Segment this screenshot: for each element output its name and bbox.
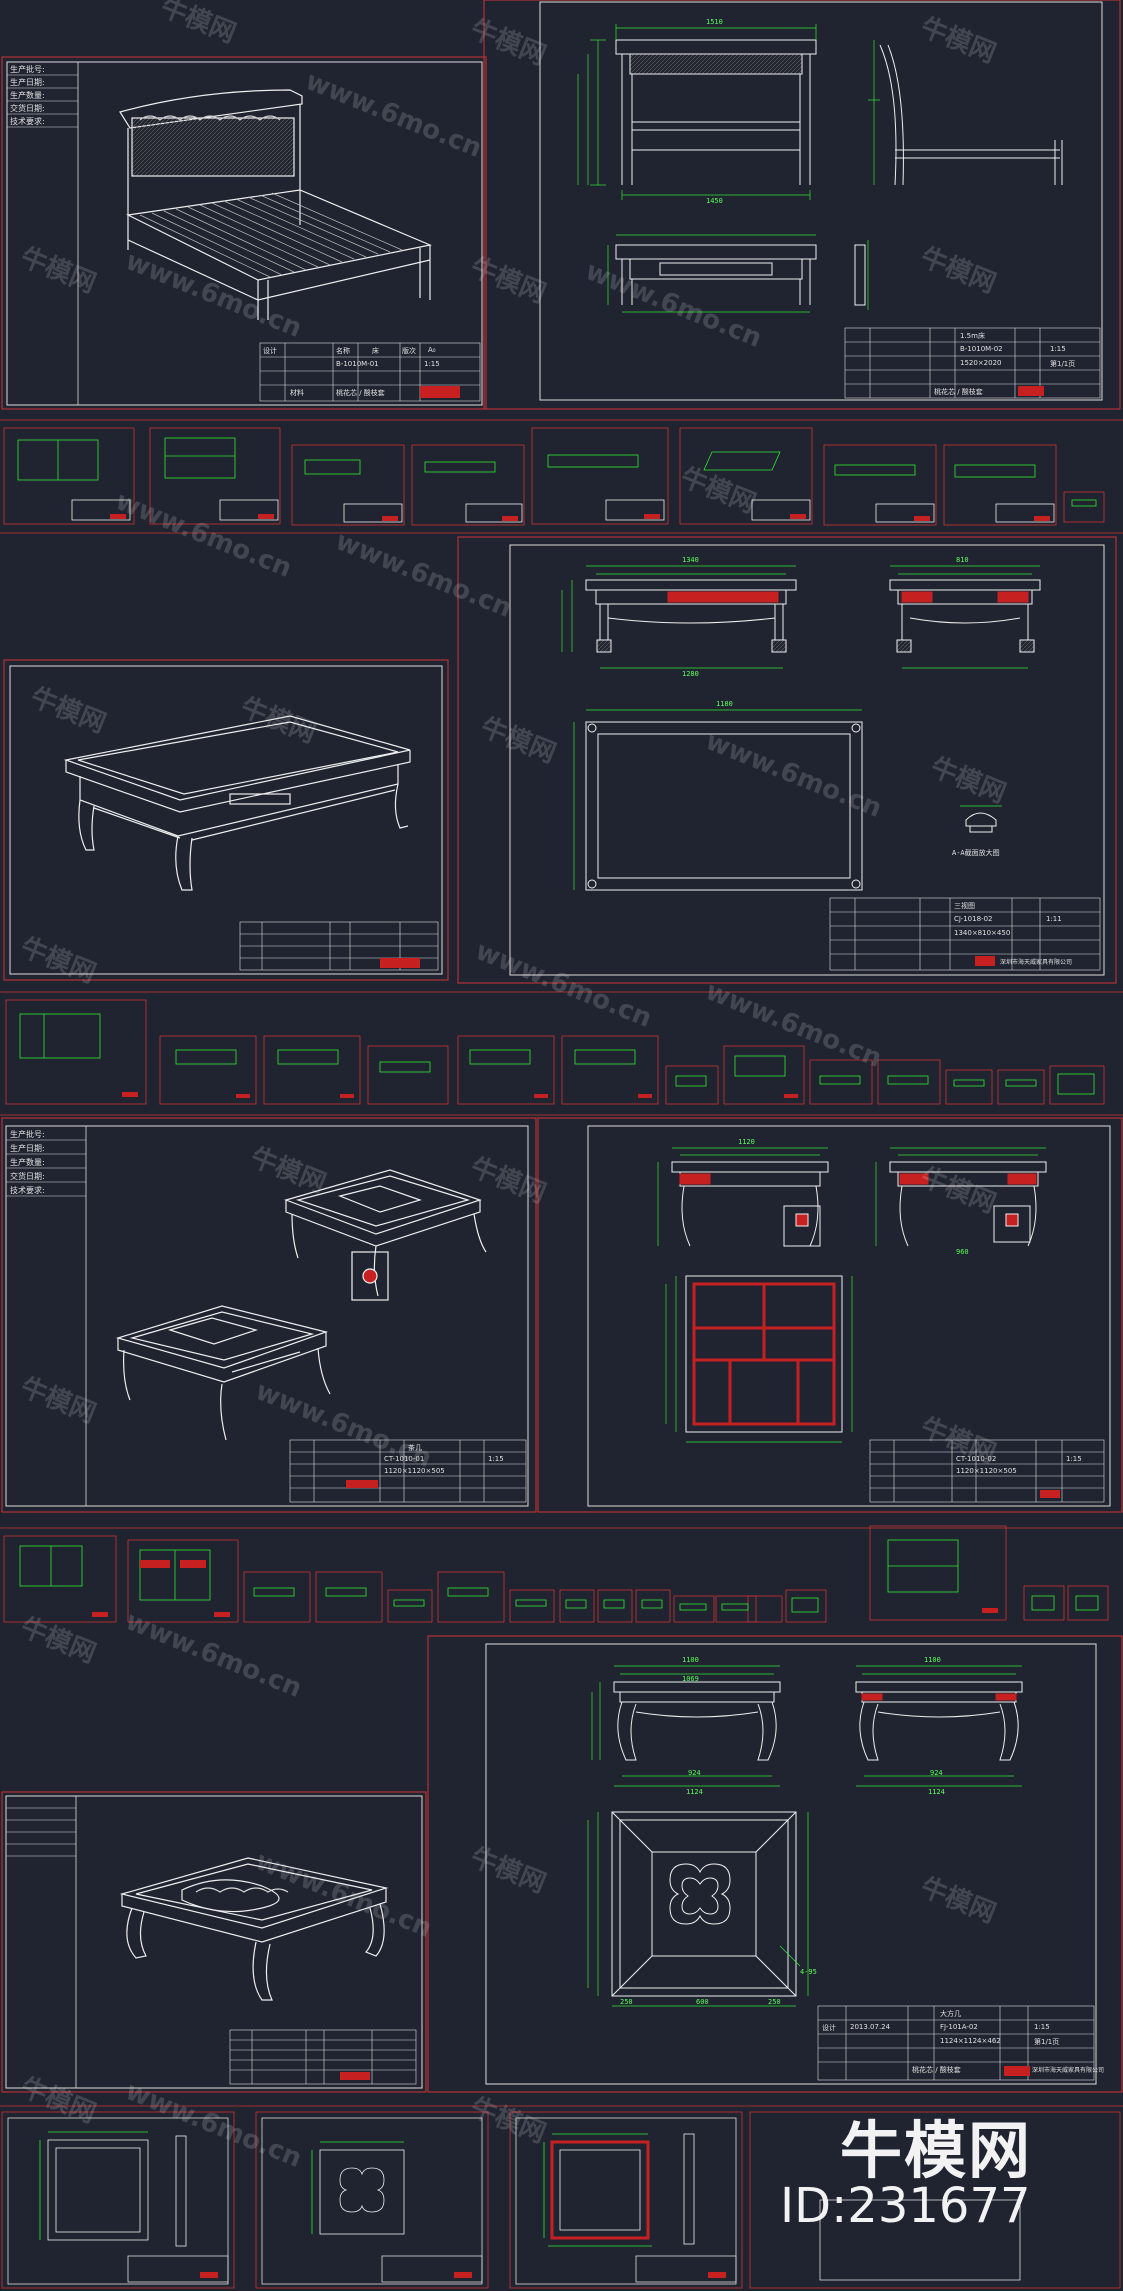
- tea-table-front-view: [585, 579, 797, 653]
- dim-table-mid: 1280: [682, 670, 699, 678]
- square-table-iso-upper: [284, 1169, 487, 1301]
- big-table-section: [1, 1635, 1123, 2093]
- big-table-top-view: [611, 1811, 797, 1997]
- tb-bigtable-code: FJ-101A-02: [940, 2023, 978, 2031]
- tb-tableplan-ratio: 1:11: [1046, 915, 1062, 923]
- tb-tableplan-spec: 1340×810×450: [954, 929, 1011, 937]
- tb-bed3d-version: 版次: [402, 347, 416, 355]
- bed-parts-thumbnails: [0, 419, 1123, 526]
- tb-bed3d-version-val: A₀: [428, 346, 436, 354]
- label-production-date: 生产日期:: [10, 78, 45, 87]
- tb-bedplan-ratio: 1:15: [1050, 345, 1066, 353]
- dim-big-w: 924: [688, 1769, 701, 1777]
- dim-big-bot2: 600: [696, 1998, 709, 2006]
- label-batch-no: 生产批号:: [10, 1130, 45, 1139]
- tb-bed3d-code: B-1010M-01: [336, 360, 379, 368]
- tb-bedplan-spec: 1520×2020: [960, 359, 1002, 367]
- tea-table-section: [0, 532, 1123, 984]
- tb-bed3d-material: 材料: [290, 389, 304, 397]
- tea-table-side-view: [889, 579, 1041, 653]
- dim-big-w2: 1124: [686, 1788, 703, 1796]
- tb-bigtable-date: 2013.07.24: [850, 2023, 891, 2031]
- tb-bed3d-design: 设计: [263, 347, 277, 355]
- tb-squareplan-spec: 1120×1120×505: [956, 1467, 1017, 1475]
- dim-table-side: 810: [956, 556, 969, 564]
- tb-bedplan-name: 1.5m床: [960, 332, 985, 340]
- tb-bed3d-name-label: 名称: [336, 347, 350, 355]
- square-table-front-view: [671, 1161, 829, 1247]
- tb-square3d-code: CT-1010-01: [384, 1455, 425, 1463]
- brand-logo-text: 牛模网: [840, 2114, 1033, 2187]
- dim-bed-bottom: 1450: [706, 197, 723, 205]
- tb-square3d-name: 茶几: [408, 1444, 422, 1452]
- dim-bed-top: 1510: [706, 18, 723, 26]
- dim-big-bot3: 250: [768, 1998, 781, 2006]
- big-table-side-view: [855, 1681, 1023, 1761]
- tb-bigtable-design: 设计: [822, 2024, 836, 2032]
- tb-tableplan-code: CJ-1018-02: [954, 915, 993, 923]
- bed-side-view: [879, 44, 1063, 186]
- dim-sq-mid: 960: [956, 1248, 969, 1256]
- big-table-front-view: [613, 1681, 781, 1761]
- tea-table-parts-thumbnails: [0, 991, 1123, 1105]
- tb-bedplan-page: 第1/1页: [1050, 360, 1076, 368]
- label-delivery-date: 交货日期:: [10, 104, 45, 113]
- label-quantity: 生产数量:: [10, 91, 45, 100]
- bed-section: [1, 0, 1121, 410]
- dim-table-low: 1180: [716, 700, 733, 708]
- tb-bigtable-material: 桃花芯 / 酸枝套: [912, 2066, 961, 2074]
- tb-squareplan-ratio: 1:15: [1066, 1455, 1082, 1463]
- tea-table-top-view: [585, 721, 863, 891]
- tb-squareplan-code: CT-1010-02: [956, 1455, 997, 1463]
- tb-square3d-ratio: 1:15: [488, 1455, 504, 1463]
- dim-big-top2: 1069: [682, 1675, 699, 1683]
- tb-bigtable-company: 深圳市海天威家具有限公司: [1032, 2067, 1105, 2074]
- bed-top-view: [615, 244, 866, 306]
- square-table-section: [0, 1114, 1123, 1513]
- tb-bigtable-ratio: 1:15: [1034, 2023, 1050, 2031]
- bed-front-view: [615, 39, 817, 185]
- square-table-parts-thumbnails: [0, 1525, 1123, 1623]
- dim-big-side-r: 4-95: [800, 1968, 817, 1976]
- dim-table-top: 1340: [682, 556, 699, 564]
- brand-id: ID:231677: [780, 2178, 1031, 2234]
- tb-bed3d-ratio: 1:15: [424, 360, 440, 368]
- label-tech-req: 技术要求:: [10, 1186, 45, 1195]
- label-delivery-date: 交货日期:: [10, 1172, 45, 1181]
- tb-tableplan-company: 深圳市海天威家具有限公司: [1000, 959, 1073, 966]
- tb-bed3d-name: 床: [372, 347, 379, 355]
- label-quantity: 生产数量:: [10, 1158, 45, 1167]
- big-table-isometric: [119, 1857, 389, 2001]
- tb-bedplan-code: B-1010M-02: [960, 345, 1003, 353]
- label-batch-no: 生产批号:: [10, 65, 45, 74]
- section-detail: [965, 812, 997, 833]
- tb-bigtable-page: 第1/1页: [1034, 2038, 1060, 2046]
- bed-isometric: [119, 89, 433, 320]
- tb-bed3d-material-val: 桃花芯 / 酸枝套: [336, 389, 385, 397]
- square-table-top-view: [685, 1275, 843, 1433]
- dim-big-bot1: 250: [620, 1998, 633, 2006]
- dim-big-side1: 1100: [924, 1656, 941, 1664]
- dim-sq-top: 1120: [738, 1138, 755, 1146]
- big-table-parts-thumbnails: [0, 2105, 1123, 2289]
- label-tech-req: 技术要求:: [10, 117, 45, 126]
- tea-table-isometric: [63, 715, 411, 891]
- tb-square3d-spec: 1120×1120×505: [384, 1467, 445, 1475]
- tb-bigtable-name: 大方几: [940, 2010, 961, 2018]
- tb-bedplan-material: 桃花芯 / 酸枝套: [934, 388, 983, 396]
- square-table-iso-lower: [115, 1305, 331, 1441]
- dim-big-side2: 924: [930, 1769, 943, 1777]
- tb-tableplan-name: 三视图: [954, 902, 975, 910]
- section-label: A-A截面放大图: [952, 849, 1000, 857]
- dim-big-top1: 1100: [682, 1656, 699, 1664]
- tb-bigtable-spec: 1124×1124×462: [940, 2037, 1001, 2045]
- label-production-date: 生产日期:: [10, 1144, 45, 1153]
- square-table-side-view: [889, 1161, 1047, 1247]
- dim-big-side3: 1124: [928, 1788, 945, 1796]
